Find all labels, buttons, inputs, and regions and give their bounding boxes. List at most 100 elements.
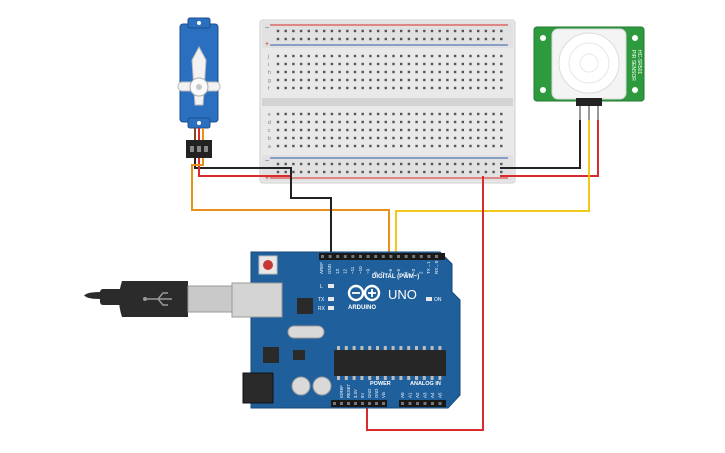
breadboard-hole[interactable]: [384, 62, 387, 66]
power-header[interactable]: [331, 400, 387, 407]
breadboard-hole[interactable]: [492, 144, 495, 148]
breadboard-hole[interactable]: [323, 78, 326, 82]
breadboard-hole[interactable]: [346, 170, 349, 174]
breadboard-hole[interactable]: [376, 29, 380, 33]
breadboard-hole[interactable]: [400, 162, 403, 166]
breadboard-hole[interactable]: [438, 170, 441, 174]
breadboard-hole[interactable]: [461, 29, 464, 33]
breadboard-hole[interactable]: [292, 70, 295, 74]
breadboard-hole[interactable]: [477, 144, 480, 148]
breadboard-hole[interactable]: [469, 170, 472, 174]
breadboard-hole[interactable]: [369, 54, 372, 58]
breadboard-hole[interactable]: [500, 112, 503, 116]
breadboard-hole[interactable]: [346, 29, 349, 33]
breadboard-hole[interactable]: [307, 144, 310, 148]
breadboard-hole[interactable]: [330, 86, 334, 90]
breadboard-hole[interactable]: [361, 112, 364, 116]
breadboard-hole[interactable]: [438, 128, 441, 132]
breadboard-hole[interactable]: [392, 144, 395, 148]
breadboard-hole[interactable]: [315, 70, 318, 74]
breadboard-hole[interactable]: [477, 70, 480, 74]
breadboard-hole[interactable]: [461, 54, 464, 58]
breadboard-hole[interactable]: [276, 37, 280, 41]
breadboard-hole[interactable]: [407, 70, 411, 74]
breadboard-hole[interactable]: [299, 78, 303, 82]
breadboard-hole[interactable]: [415, 128, 418, 132]
breadboard-hole[interactable]: [376, 170, 380, 174]
breadboard-hole[interactable]: [292, 62, 295, 66]
breadboard-hole[interactable]: [307, 86, 310, 90]
breadboard-hole[interactable]: [369, 144, 372, 148]
breadboard-hole[interactable]: [477, 112, 480, 116]
breadboard-hole[interactable]: [323, 136, 326, 140]
breadboard-hole[interactable]: [361, 136, 364, 140]
breadboard-hole[interactable]: [315, 136, 318, 140]
breadboard-hole[interactable]: [323, 162, 326, 166]
breadboard-hole[interactable]: [307, 54, 310, 58]
breadboard-hole[interactable]: [484, 62, 488, 66]
breadboard-hole[interactable]: [299, 136, 303, 140]
breadboard-hole[interactable]: [307, 70, 310, 74]
breadboard-hole[interactable]: [430, 128, 434, 132]
breadboard-hole[interactable]: [384, 162, 387, 166]
breadboard-hole[interactable]: [400, 70, 403, 74]
breadboard-hole[interactable]: [338, 78, 341, 82]
breadboard-hole[interactable]: [415, 162, 418, 166]
breadboard-hole[interactable]: [353, 62, 357, 66]
breadboard-hole[interactable]: [346, 86, 349, 90]
reset-button[interactable]: [263, 260, 273, 270]
breadboard-hole[interactable]: [415, 112, 418, 116]
breadboard-hole[interactable]: [492, 120, 495, 124]
breadboard-hole[interactable]: [361, 70, 364, 74]
breadboard-hole[interactable]: [292, 112, 295, 116]
breadboard-hole[interactable]: [500, 62, 503, 66]
breadboard-hole[interactable]: [415, 78, 418, 82]
breadboard-hole[interactable]: [338, 170, 341, 174]
breadboard-hole[interactable]: [500, 144, 503, 148]
breadboard-hole[interactable]: [330, 136, 334, 140]
breadboard-hole[interactable]: [492, 162, 495, 166]
breadboard-hole[interactable]: [453, 86, 457, 90]
breadboard-hole[interactable]: [292, 120, 295, 124]
breadboard-hole[interactable]: [323, 144, 326, 148]
breadboard-hole[interactable]: [292, 54, 295, 58]
breadboard-hole[interactable]: [438, 37, 441, 41]
breadboard-hole[interactable]: [430, 54, 434, 58]
breadboard-hole[interactable]: [284, 128, 287, 132]
breadboard-hole[interactable]: [407, 170, 411, 174]
breadboard-hole[interactable]: [407, 62, 411, 66]
breadboard-hole[interactable]: [384, 78, 387, 82]
breadboard-hole[interactable]: [330, 112, 334, 116]
breadboard-hole[interactable]: [477, 162, 480, 166]
breadboard-hole[interactable]: [453, 128, 457, 132]
breadboard-hole[interactable]: [392, 170, 395, 174]
breadboard-hole[interactable]: [446, 162, 449, 166]
breadboard-hole[interactable]: [423, 29, 426, 33]
breadboard-hole[interactable]: [346, 144, 349, 148]
breadboard-hole[interactable]: [307, 78, 310, 82]
wire-5v-to-breadboard[interactable]: [366, 176, 484, 431]
breadboard-hole[interactable]: [330, 128, 334, 132]
breadboard-hole[interactable]: [469, 78, 472, 82]
breadboard-hole[interactable]: [330, 120, 334, 124]
breadboard-hole[interactable]: [299, 128, 303, 132]
breadboard-hole[interactable]: [361, 62, 364, 66]
breadboard-hole[interactable]: [384, 54, 387, 58]
breadboard-hole[interactable]: [438, 70, 441, 74]
breadboard-hole[interactable]: [492, 54, 495, 58]
breadboard-hole[interactable]: [338, 29, 341, 33]
breadboard-hole[interactable]: [400, 136, 403, 140]
breadboard-hole[interactable]: [430, 29, 434, 33]
breadboard-hole[interactable]: [500, 37, 503, 41]
breadboard-hole[interactable]: [353, 136, 357, 140]
breadboard-hole[interactable]: [299, 54, 303, 58]
breadboard-hole[interactable]: [338, 128, 341, 132]
breadboard-hole[interactable]: [392, 86, 395, 90]
breadboard-hole[interactable]: [369, 78, 372, 82]
breadboard-hole[interactable]: [315, 54, 318, 58]
breadboard-hole[interactable]: [430, 86, 434, 90]
breadboard-hole[interactable]: [438, 120, 441, 124]
breadboard-hole[interactable]: [484, 170, 488, 174]
breadboard-hole[interactable]: [438, 136, 441, 140]
breadboard-hole[interactable]: [423, 144, 426, 148]
